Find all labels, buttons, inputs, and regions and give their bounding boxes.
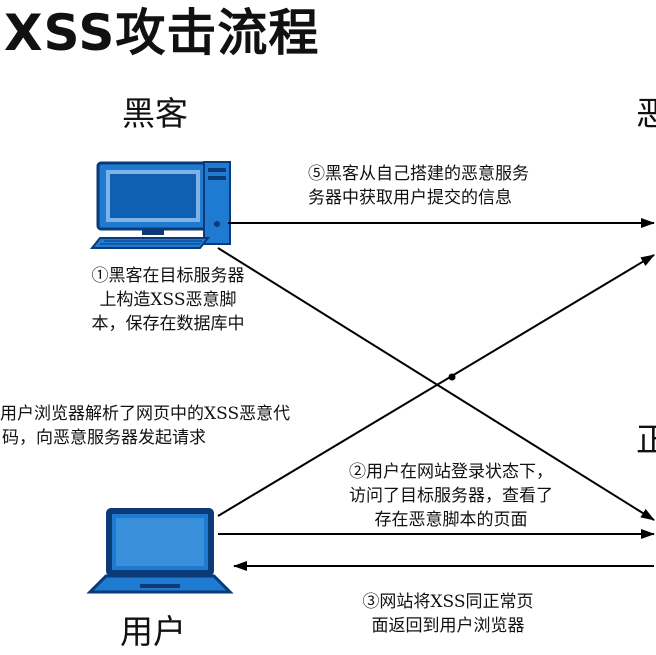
- crossing-point: [448, 373, 456, 381]
- step2-line-3: 存在恶意脚本的页面: [374, 510, 528, 530]
- step4-note: 用户浏览器解析了网页中的XSS恶意代 码，向恶意服务器发起请求: [0, 402, 290, 450]
- step2-line-2: 访问了目标服务器，查看了: [349, 486, 553, 506]
- arrow-step4: [217, 254, 655, 517]
- actor-label-evil-server: 恶: [636, 94, 656, 133]
- step3-note: ③网站将XSS同正常页 面返回到用户浏览器: [330, 590, 566, 638]
- step5-note: ⑤黑客从自己搭建的恶意服务 务器中获取用户提交的信息: [308, 162, 529, 210]
- desktop-computer-icon: [89, 161, 231, 249]
- step1-line-1: ①黑客在目标服务器: [91, 266, 245, 286]
- actor-label-target-server: 正: [636, 420, 656, 459]
- step5-line-2: 务器中获取用户提交的信息: [308, 188, 512, 208]
- step2-note: ②用户在网站登录状态下， 访问了目标服务器，查看了 存在恶意脚本的页面: [306, 460, 596, 532]
- step1-note: ①黑客在目标服务器 上构造XSS恶意脚 本，保存在数据库中: [52, 264, 284, 336]
- step4-line-2: 码，向恶意服务器发起请求: [2, 428, 206, 448]
- step1-line-3: 本，保存在数据库中: [91, 314, 245, 334]
- step1-line-2: 上构造XSS恶意脚: [99, 290, 237, 310]
- step4-line-1: 用户浏览器解析了网页中的XSS恶意代: [0, 404, 291, 424]
- diagram-title: XSS攻击流程: [4, 4, 320, 62]
- step3-line-1: ③网站将XSS同正常页: [362, 592, 534, 612]
- actor-label-user: 用户: [120, 612, 186, 651]
- arrow-step1: [217, 247, 655, 521]
- step2-line-1: ②用户在网站登录状态下，: [349, 462, 553, 482]
- actor-label-hacker: 黑客: [122, 94, 188, 133]
- laptop-icon: [86, 508, 234, 594]
- step5-line-1: ⑤黑客从自己搭建的恶意服务: [308, 164, 529, 184]
- step3-line-2: 面返回到用户浏览器: [371, 616, 525, 636]
